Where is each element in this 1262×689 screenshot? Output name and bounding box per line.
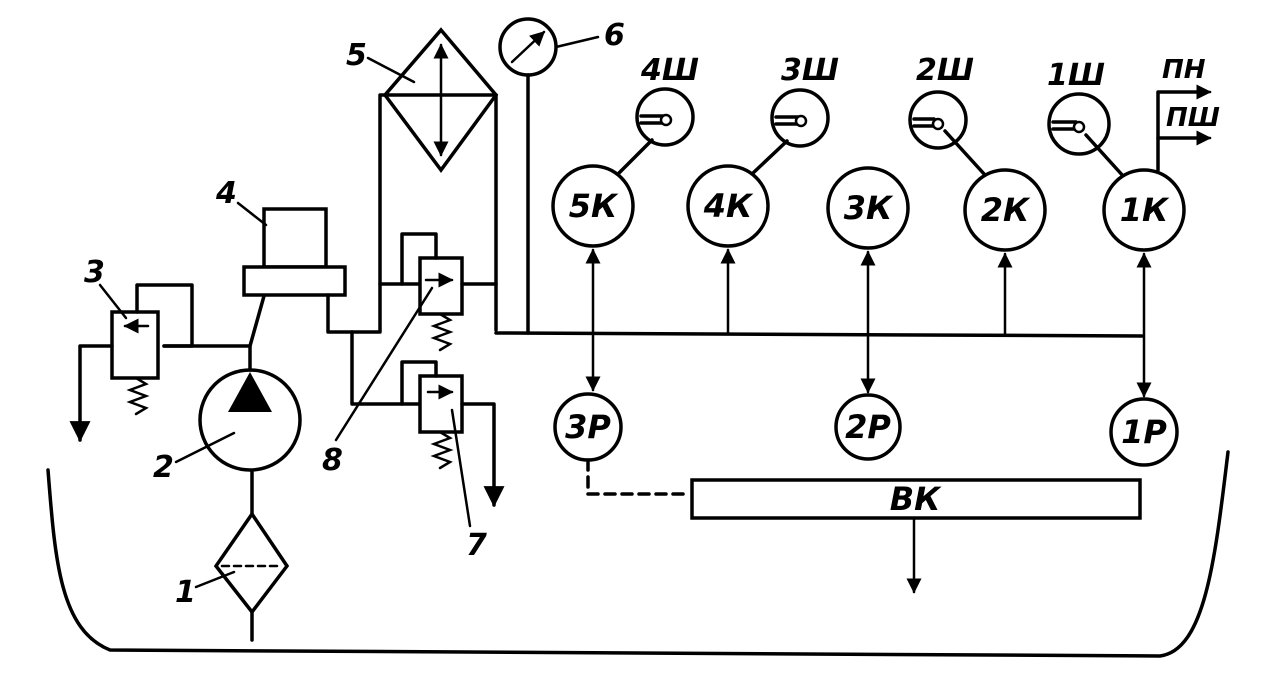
shift-mechanism-4sh [616, 87, 695, 176]
label-8: 8 [322, 443, 343, 478]
shift-mechanism-1sh [1047, 92, 1126, 179]
label-5: 5 [346, 38, 367, 73]
heat-exchanger [378, 27, 499, 332]
outlet-psh-label: ПШ [1166, 103, 1220, 133]
outlet-pn-label: ПН [1162, 55, 1206, 85]
main-pressure-line [494, 331, 1144, 338]
shift-1sh-label: 1Ш [1047, 58, 1105, 93]
clutch-5k [551, 164, 635, 392]
distributor-2r [834, 393, 902, 461]
shift-3sh-label: 3Ш [781, 53, 839, 88]
distributor-2r-label: 2Р [845, 408, 891, 446]
pressure-gauge [498, 17, 558, 335]
valve-8 [400, 232, 464, 352]
clutch-3k-label: 3К [844, 189, 894, 227]
relief-valve-3 [69, 283, 194, 443]
pump [198, 344, 302, 472]
clutch-2k [963, 168, 1047, 337]
valve-7 [400, 360, 505, 508]
clutch-4k-label: 4К [703, 187, 754, 225]
block-4 [242, 207, 347, 297]
label-6: 6 [604, 18, 625, 53]
distributor-3r [553, 392, 692, 496]
label-2: 2 [153, 450, 174, 485]
clutch-2k-label: 2К [981, 191, 1031, 229]
valve-block-vk [690, 478, 1142, 594]
clutch-3k [826, 166, 910, 394]
label-4: 4 [215, 176, 237, 211]
distributor-3r-label: 3Р [565, 408, 611, 446]
filter [213, 468, 290, 642]
valve-block-label: ВК [890, 480, 942, 518]
label-3: 3 [84, 255, 105, 290]
leader-lines [98, 35, 600, 589]
clutch-4k [686, 164, 770, 335]
shift-4sh-label: 4Ш [640, 53, 699, 88]
clutch-5k-label: 5К [569, 187, 619, 225]
shift-mechanism-2sh [908, 90, 987, 177]
distributor-1r [1109, 397, 1179, 467]
label-1: 1 [175, 575, 196, 610]
reservoir-tank [46, 450, 1230, 658]
shift-2sh-label: 2Ш [916, 53, 974, 88]
clutch-1k-label: 1К [1120, 191, 1170, 229]
clutch-1k [1102, 84, 1212, 398]
distributor-1r-label: 1Р [1121, 413, 1167, 451]
shift-mechanism-3sh [750, 88, 830, 176]
label-7: 7 [466, 528, 487, 563]
